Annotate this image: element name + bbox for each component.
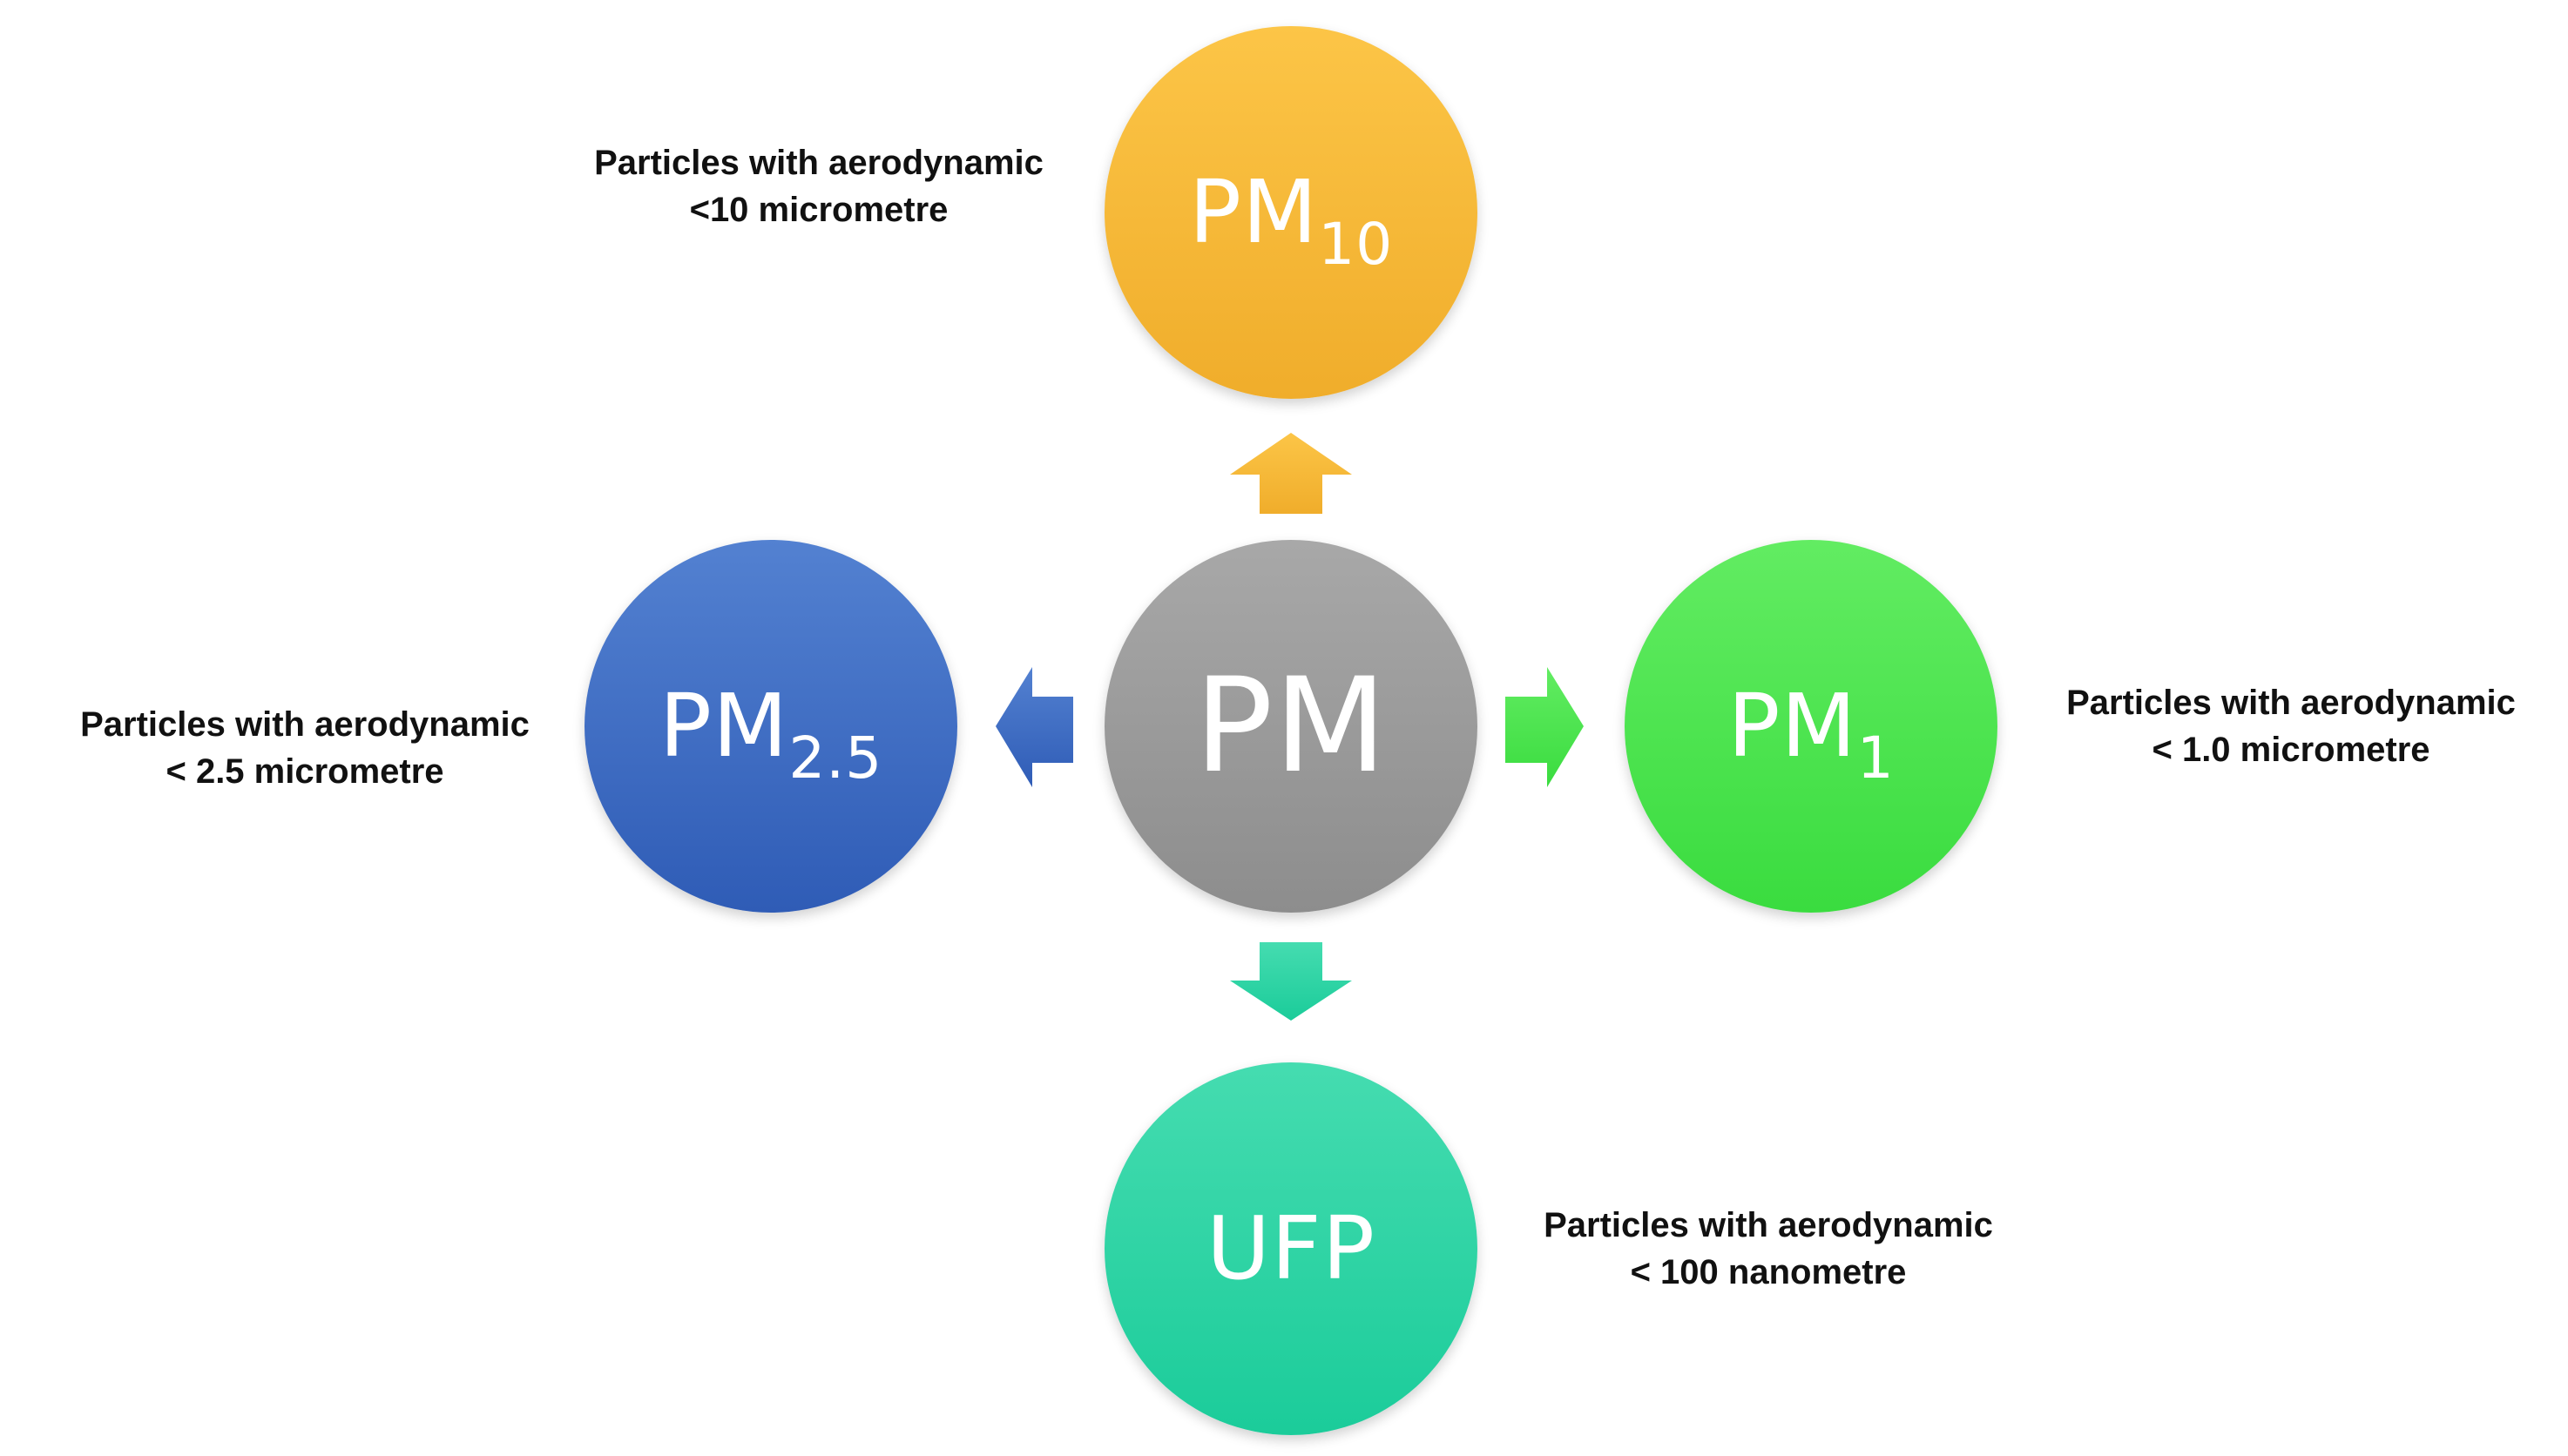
node-pm10-subscript: 10 bbox=[1318, 211, 1394, 279]
node-pm25-label: PM2.5 bbox=[659, 683, 883, 787]
description-pm10: Particles with aerodynamic <10 micrometr… bbox=[540, 139, 1098, 233]
description-pm1: Particles with aerodynamic < 1.0 microme… bbox=[2021, 679, 2561, 773]
node-pm25-main: PM bbox=[659, 675, 789, 777]
node-pm10: PM10 bbox=[1105, 26, 1477, 399]
node-pm1-subscript: 1 bbox=[1856, 725, 1895, 792]
arrow-right-to-pm1 bbox=[1505, 667, 1584, 787]
node-pm-center: PM bbox=[1105, 540, 1477, 913]
description-ufp-line1: Particles with aerodynamic bbox=[1544, 1206, 1993, 1244]
description-pm10-line1: Particles with aerodynamic bbox=[594, 144, 1044, 182]
description-pm1-line1: Particles with aerodynamic bbox=[2066, 684, 2516, 722]
arrow-up-to-pm10 bbox=[1230, 433, 1352, 514]
node-ufp: UFP bbox=[1105, 1062, 1477, 1435]
node-pm25-subscript: 2.5 bbox=[788, 725, 883, 792]
node-pm10-main: PM bbox=[1188, 161, 1319, 263]
description-ufp-line2: < 100 nanometre bbox=[1630, 1253, 1907, 1291]
description-ufp: Particles with aerodynamic < 100 nanomet… bbox=[1490, 1202, 2047, 1296]
node-pm1-main: PM bbox=[1727, 675, 1857, 777]
description-pm1-line2: < 1.0 micrometre bbox=[2152, 731, 2430, 769]
node-pm1: PM1 bbox=[1625, 540, 1997, 913]
node-ufp-main: UFP bbox=[1206, 1197, 1375, 1299]
node-pm-center-label: PM bbox=[1194, 650, 1388, 802]
node-pm1-label: PM1 bbox=[1727, 683, 1895, 787]
description-pm25: Particles with aerodynamic < 2.5 microme… bbox=[17, 701, 592, 795]
description-pm25-line2: < 2.5 micrometre bbox=[166, 752, 444, 791]
node-pm25: PM2.5 bbox=[585, 540, 957, 913]
description-pm25-line1: Particles with aerodynamic bbox=[80, 705, 530, 744]
node-ufp-label: UFP bbox=[1206, 1205, 1375, 1292]
node-pm10-label: PM10 bbox=[1189, 169, 1394, 273]
arrow-left-to-pm25 bbox=[996, 667, 1073, 787]
arrow-down-to-ufp bbox=[1230, 942, 1352, 1021]
description-pm10-line2: <10 micrometre bbox=[689, 191, 949, 229]
